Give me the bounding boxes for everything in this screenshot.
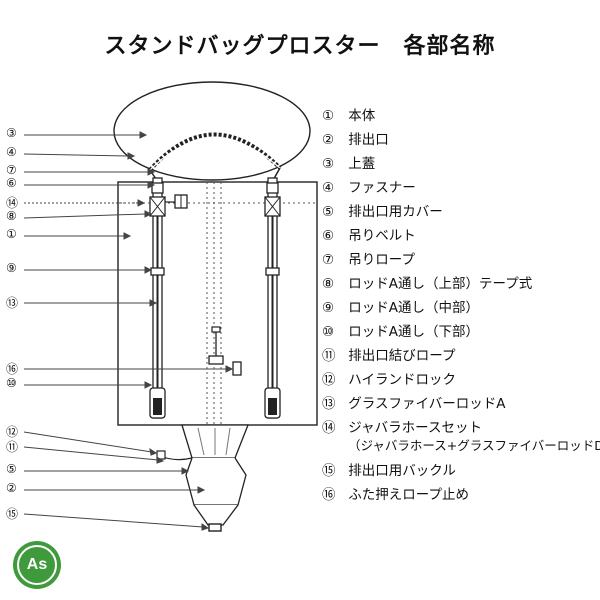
part-item: ⑪ 排出口結びロープ [322,348,456,364]
part-item: ⑨ ロッドA通し（中部） [322,300,480,316]
part-item: ④ ファスナー [322,180,416,196]
part-item: ⑭ ジャバラホースセット（ジャバラホース+グラスファイバーロッドD） [322,420,600,453]
rod-holder-mid-right [265,267,280,276]
top-lid [113,81,311,181]
callout-8: ⑧ [6,209,17,223]
part-item: ⑯ ふた押えロープ止め [322,487,469,503]
callout-5: ⑤ [6,462,17,476]
highland-lock [156,450,166,460]
callout-16: ⑯ [6,362,19,376]
part-item: ⑩ ロッドA通し（下部） [322,324,480,340]
zipper-edge [149,138,281,171]
callout-11: ⑪ [6,440,19,454]
callout-12: ⑫ [6,425,19,439]
callout-2: ② [6,481,17,495]
callout-10: ⑩ [6,376,17,390]
callout-9: ⑨ [6,261,17,275]
page-title: スタンドバッグプロスター 各部名称 [104,34,496,59]
part-item: ⑥ 吊りベルト [322,228,416,244]
part-item: ⑮ 排出口用バックル [322,463,456,479]
callout-1: ① [6,227,17,241]
part-item: ① 本体 [322,108,376,124]
part-item: ⑫ ハイランドロック [322,372,457,388]
brand-badge [13,541,61,589]
rod-holder-mid-left [150,267,165,276]
part-item: ⑦ 吊りロープ [322,252,415,268]
part-item: ③ 上蓋 [322,156,376,172]
callout-3: ③ [6,126,17,140]
part-item: ⑤ 排出口用カバー [322,204,443,220]
callout-6: ⑥ [6,176,17,190]
callout-14: ⑭ [6,196,19,210]
lid-rope-stopper [208,355,224,365]
part-item: ⑬ グラスファイバーロッドA [322,396,506,412]
callout-4: ④ [6,145,17,159]
callout-leaders [23,131,234,531]
callout-7: ⑦ [6,163,17,177]
part-item: ② 排出口 [322,132,389,148]
brand-badge-text: As [26,556,48,573]
callout-15: ⑮ [6,507,19,521]
discharge-buckle [208,523,222,532]
part-item: ⑧ ロッドA通し（上部）テープ式 [322,276,533,292]
callout-13: ⑬ [6,296,19,310]
zipper [148,132,282,172]
discharge-spout [185,457,247,506]
